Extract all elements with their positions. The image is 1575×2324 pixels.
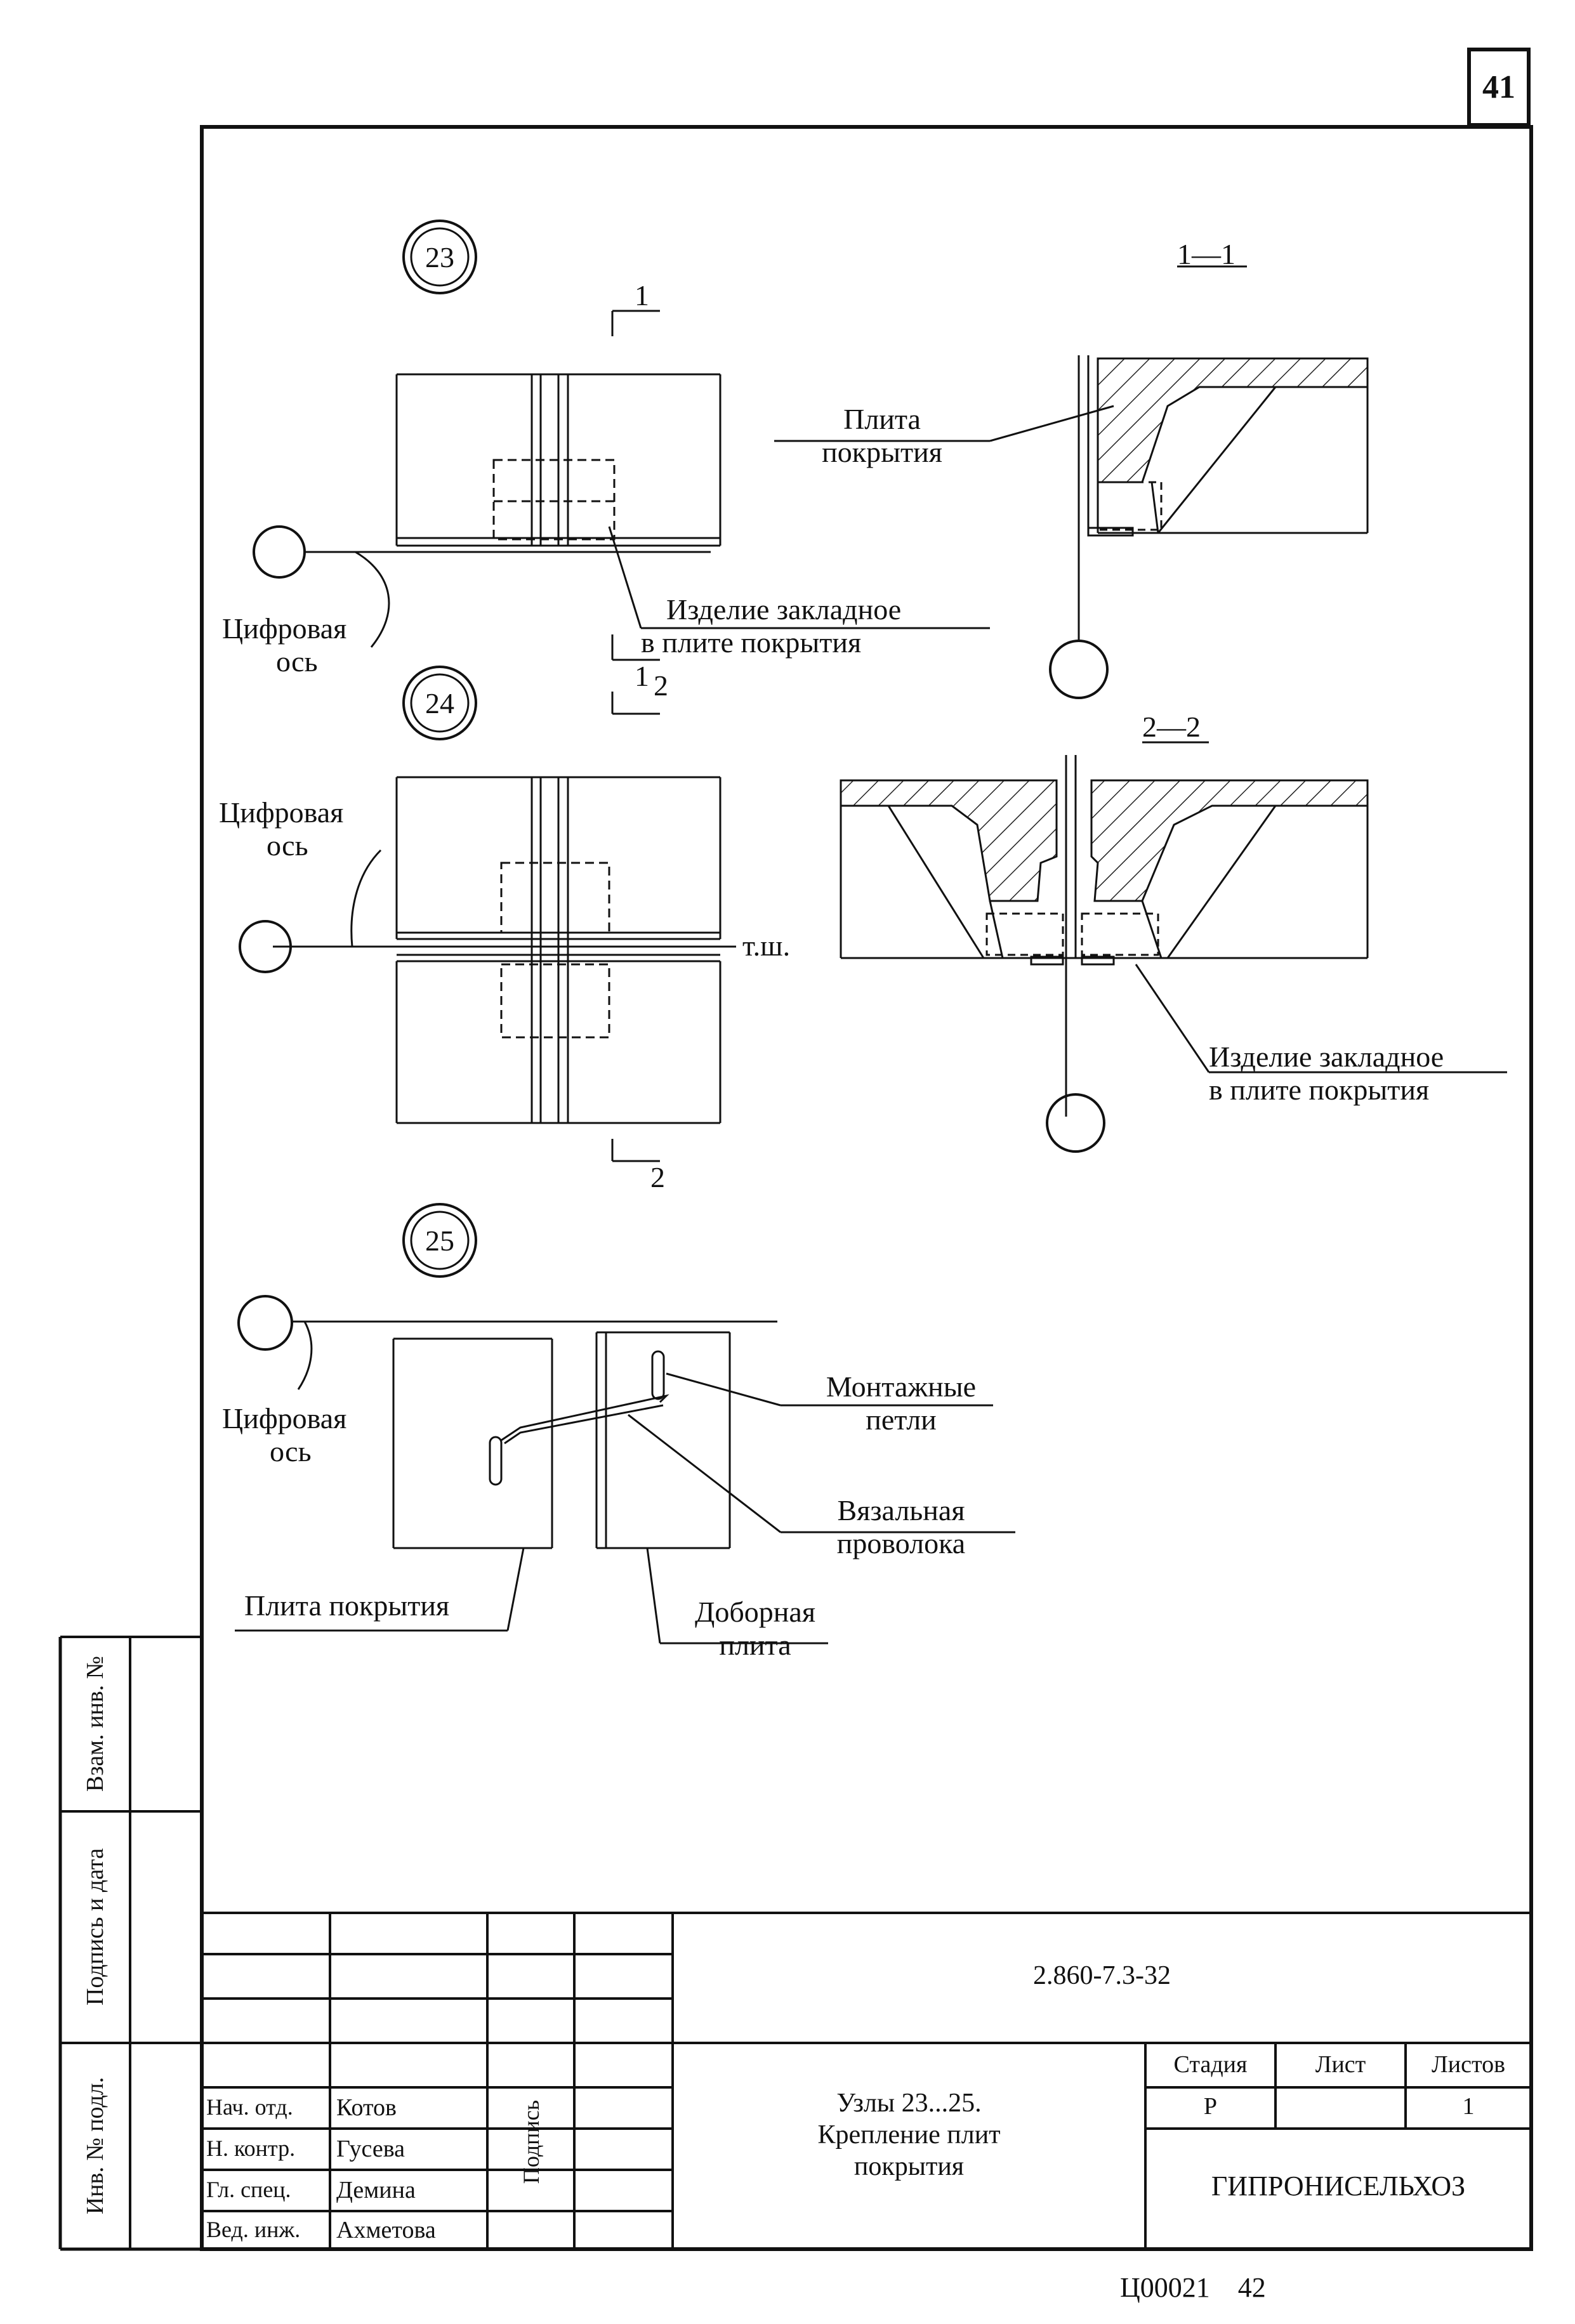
node-23-number: 23 <box>425 241 454 273</box>
label-plita: Плита покрытия <box>822 403 942 468</box>
node25-plan <box>235 1203 1015 1645</box>
cut-mark-1-bottom: 1 <box>635 660 649 692</box>
label-axis-2: Цифровая ось <box>219 796 344 862</box>
stadiya-value: Р <box>1203 2093 1218 2120</box>
section-2-2-title: 2—2 <box>1142 711 1201 743</box>
label-axis-1: Цифровая ось <box>222 612 347 678</box>
side-stamp-inv: Инв. № подл. <box>82 2077 109 2215</box>
node-24-number: 24 <box>425 687 454 719</box>
node-25-number: 25 <box>425 1224 454 1257</box>
name-3: Демина <box>336 2177 416 2203</box>
node23-plan <box>253 220 990 661</box>
label-izdelie-2: Изделие закладное в плите покрытия <box>1209 1041 1444 1106</box>
section-1-1 <box>774 265 1369 699</box>
sheet-frame <box>200 125 1533 2251</box>
role-2: Н. контр. <box>206 2136 296 2161</box>
role-1: Нач. отд. <box>206 2094 293 2120</box>
label-tsh: т.ш. <box>742 929 791 962</box>
listov-value: 1 <box>1462 2093 1475 2120</box>
cut-mark-1-top: 1 <box>635 279 649 312</box>
listov-header: Листов <box>1431 2051 1506 2078</box>
cut-mark-2-bottom: 2 <box>650 1161 665 1193</box>
label-montazh: Монтажные петли <box>826 1370 977 1436</box>
signature-header: Подпись <box>518 2099 544 2184</box>
label-dobornaya: Доборная плита <box>695 1596 815 1661</box>
node24-plan <box>239 666 736 1162</box>
label-plita-pokrytiya: Плита покрытия <box>244 1589 450 1622</box>
section-1-1-title: 1—1 <box>1177 238 1236 270</box>
cut-mark-2-top: 2 <box>654 669 668 702</box>
role-3: Гл. спец. <box>206 2177 291 2202</box>
name-1: Котов <box>336 2094 397 2121</box>
label-vyazalnaya: Вязальная проволока <box>836 1494 966 1559</box>
label-izdelie-1: Изделие закладное в плите покрытия <box>641 593 902 659</box>
label-axis-3: Цифровая ось <box>222 1402 347 1467</box>
side-stamp-vzam: Взам. инв. № <box>82 1655 109 1792</box>
footer-code: Ц00021 42 <box>1120 2272 1266 2303</box>
section-2-2 <box>840 741 1507 1153</box>
role-4: Вед. инж. <box>206 2217 301 2242</box>
organization: ГИПРОНИСЕЛЬХОЗ <box>1211 2170 1466 2202</box>
name-2: Гусева <box>336 2136 405 2162</box>
name-4: Ахметова <box>336 2217 436 2243</box>
list-header: Лист <box>1315 2051 1366 2078</box>
drawing-title: Узлы 23...25. Крепление плит покрытия <box>817 2089 1001 2181</box>
stadiya-header: Стадия <box>1173 2051 1248 2078</box>
title-block-lines <box>202 1912 1531 2249</box>
side-stamp-podpis: Подпись и дата <box>82 1848 109 2006</box>
document-code: 2.860-7.3-32 <box>1033 1961 1171 1990</box>
